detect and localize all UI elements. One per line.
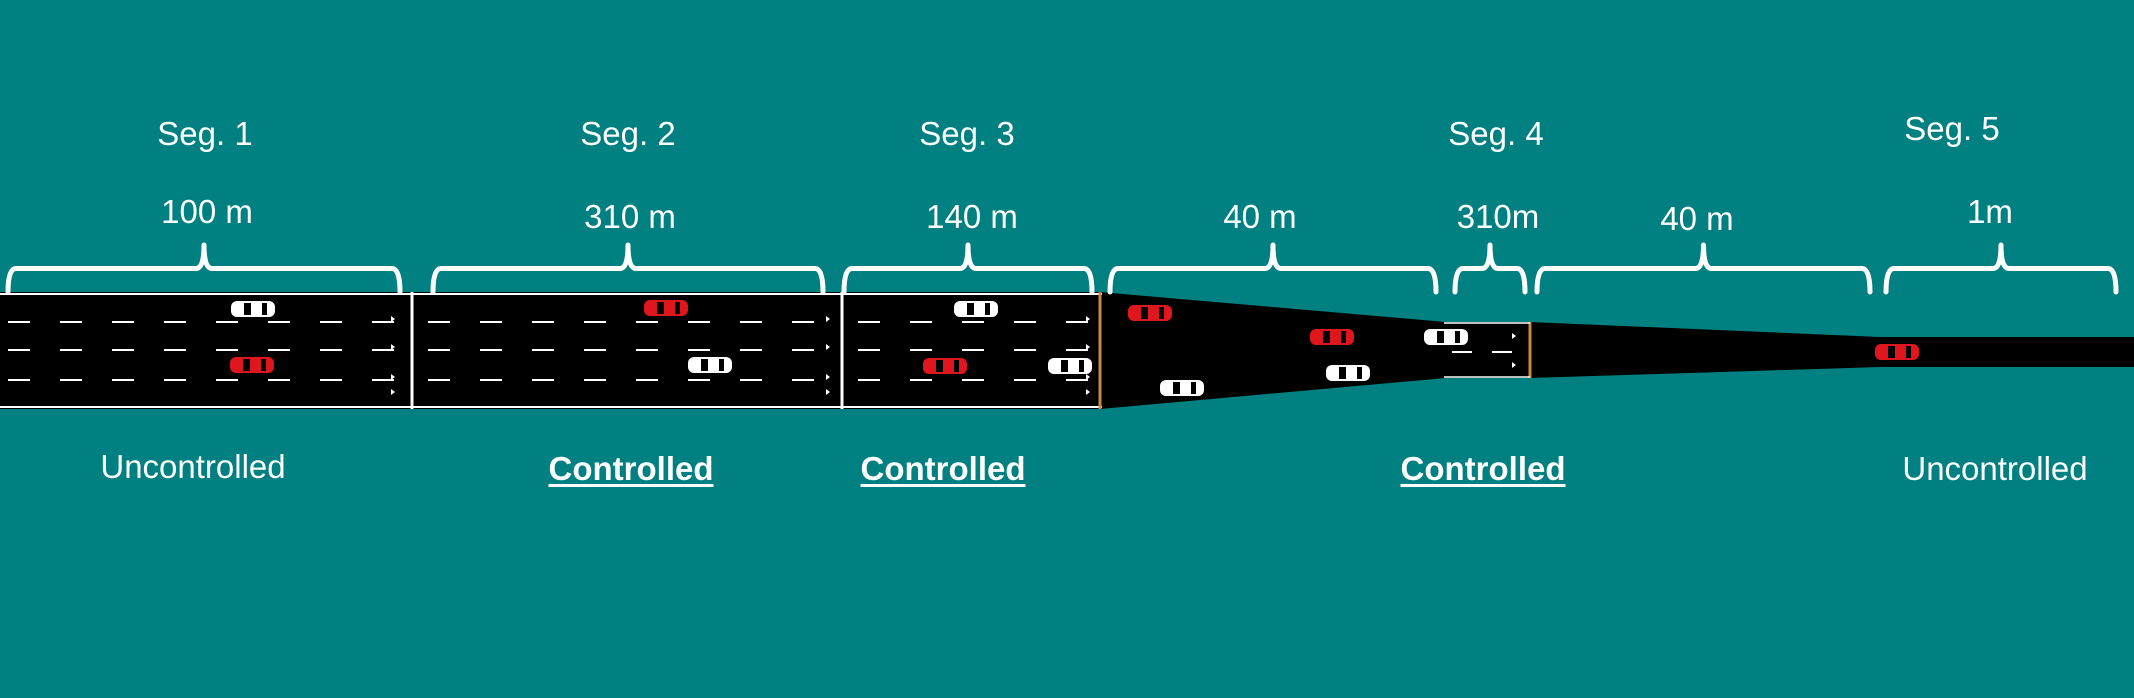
vehicle-windshield (701, 359, 708, 371)
vehicle-rear-window (262, 303, 267, 315)
segment-5-control-status: Uncontrolled (1902, 450, 2088, 487)
vehicle-body (644, 300, 688, 316)
vehicle (923, 358, 967, 374)
vehicle-body (1310, 329, 1354, 345)
lane-arrow-marker (1086, 374, 1090, 380)
segment-3-brace (841, 242, 1095, 295)
lane-arrow-marker (391, 374, 395, 380)
segment-4-merge-brace (1534, 242, 1873, 295)
vehicle-body (954, 301, 998, 317)
segment-3-name: Seg. 3 (919, 115, 1015, 152)
segment-4-merge-length: 40 m (1660, 200, 1734, 237)
lane-arrow-marker (1086, 389, 1090, 395)
segment-4-taper-brace (1107, 242, 1439, 295)
vehicle (1424, 329, 1468, 345)
segment-3-control-status: Controlled (860, 450, 1026, 487)
vehicle-windshield (1061, 360, 1068, 372)
segment-2-length: 310 m (584, 198, 676, 235)
segment-4-brace (1452, 242, 1528, 295)
segment-1-brace (5, 242, 403, 295)
segment-3-length: 140 m (926, 198, 1018, 235)
vehicle-body (1875, 344, 1919, 360)
vehicle-rear-window (1357, 367, 1362, 379)
vehicle-rear-window (675, 302, 680, 314)
vehicle-windshield (1323, 331, 1330, 343)
vehicle-windshield (1888, 346, 1895, 358)
segment-2-brace (430, 242, 826, 295)
vehicle-rear-window (1341, 331, 1346, 343)
vehicle-windshield (967, 303, 974, 315)
vehicle-rear-window (1455, 331, 1460, 343)
vehicle (1160, 380, 1204, 396)
segment-4-name: Seg. 4 (1448, 115, 1544, 152)
segment-4-taper-length: 40 m (1223, 198, 1297, 235)
vehicle-body (1048, 358, 1092, 374)
vehicle-body (1326, 365, 1370, 381)
segment-1-name: Seg. 1 (157, 115, 253, 152)
vehicle-windshield (1437, 331, 1444, 343)
vehicle-windshield (657, 302, 664, 314)
lane-arrow-marker (1512, 362, 1516, 368)
vehicle-rear-window (954, 360, 959, 372)
vehicle-body (1160, 380, 1204, 396)
segment-5-name: Seg. 5 (1904, 110, 2000, 147)
vehicle-rear-window (1079, 360, 1084, 372)
vehicle-rear-window (985, 303, 990, 315)
vehicle-body (231, 301, 275, 317)
vehicle-windshield (936, 360, 943, 372)
vehicle-body (688, 357, 732, 373)
segment-1-control-status: Uncontrolled (100, 448, 286, 485)
vehicle-rear-window (1191, 382, 1196, 394)
lane-arrow-marker (826, 374, 830, 380)
road-taper-2 (1530, 322, 1880, 378)
vehicle-rear-window (719, 359, 724, 371)
vehicle-rear-window (261, 359, 266, 371)
lane-arrow-marker (826, 389, 830, 395)
vehicle-windshield (1173, 382, 1180, 394)
vehicle-windshield (243, 359, 250, 371)
vehicle-body (923, 358, 967, 374)
vehicles (230, 300, 1919, 396)
vehicle-rear-window (1159, 307, 1164, 319)
lane-arrow-marker (391, 316, 395, 322)
vehicle (1326, 365, 1370, 381)
segment-braces (5, 242, 2119, 295)
vehicle (231, 301, 275, 317)
vehicle-body (1424, 329, 1468, 345)
vehicle-windshield (1339, 367, 1346, 379)
lane-arrow-marker (826, 316, 830, 322)
vehicle (1310, 329, 1354, 345)
vehicle (1128, 305, 1172, 321)
lane-arrow-marker (1086, 316, 1090, 322)
vehicle (644, 300, 688, 316)
lane-arrow-marker (391, 389, 395, 395)
segment-2-name: Seg. 2 (580, 115, 676, 152)
vehicle-windshield (1141, 307, 1148, 319)
segment-4-length: 310m (1456, 198, 1540, 235)
segment-4-control-status: Controlled (1400, 450, 1566, 487)
segment-2-control-status: Controlled (548, 450, 714, 487)
vehicle (230, 357, 274, 373)
lane-markings (0, 292, 1532, 409)
vehicle (954, 301, 998, 317)
vehicle-windshield (244, 303, 251, 315)
vehicle-body (230, 357, 274, 373)
lane-arrow-marker (1086, 344, 1090, 350)
vehicle (688, 357, 732, 373)
segment-5-length: 1m (1967, 193, 2013, 230)
lane-arrow-marker (391, 344, 395, 350)
vehicle (1048, 358, 1092, 374)
lane-arrow-marker (1512, 333, 1516, 339)
vehicle (1875, 344, 1919, 360)
vehicle-rear-window (1906, 346, 1911, 358)
lane-arrow-marker (826, 344, 830, 350)
segment-1-length: 100 m (161, 193, 253, 230)
vehicle-body (1128, 305, 1172, 321)
segment-5-brace (1883, 242, 2119, 295)
road-seg-5 (1878, 337, 2134, 367)
